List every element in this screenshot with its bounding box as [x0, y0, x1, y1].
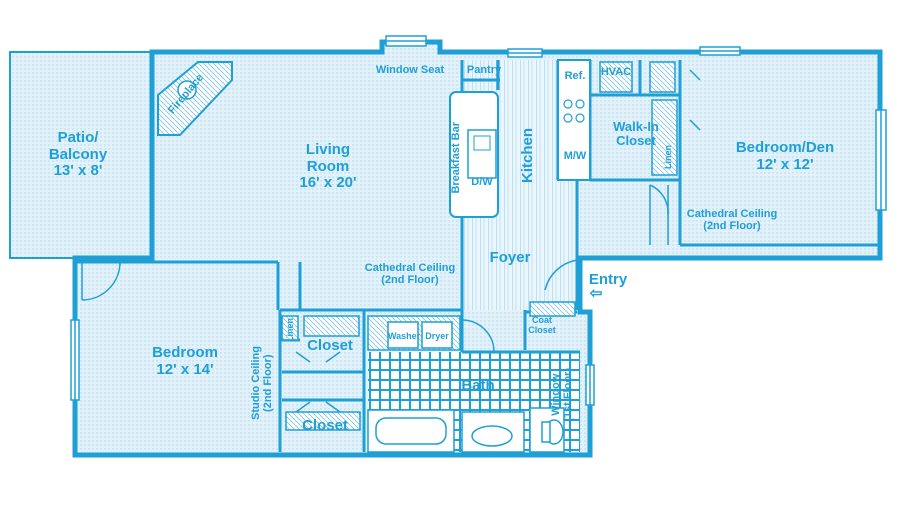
breakfast-bar-label: Breakfast Bar [450, 122, 462, 194]
ref-label: Ref. [564, 70, 586, 82]
hvac-label: HVAC [600, 66, 632, 78]
bath-fixtures [367, 407, 565, 453]
patio-name: Patio/ Balcony [48, 129, 108, 163]
patio [9, 51, 153, 259]
entry-label: Entry [588, 271, 628, 288]
entry-arrow-icon: ⇦ [589, 285, 603, 302]
bedroom-size: 12' x 14' [156, 360, 214, 378]
bedroom-label: Bedroom 12' x 14' [135, 344, 235, 378]
doors [81, 69, 701, 413]
cathedral-ceiling-den-label: Cathedral Ceiling (2nd Floor) [686, 208, 778, 233]
patio-label: Patio/ Balcony 13' x 8' [36, 129, 120, 180]
window-first-floor-label: Window (1st Floor) [550, 368, 575, 422]
windows [70, 35, 887, 406]
washer-label: Washer [388, 331, 421, 341]
mw-label: M/W [563, 150, 587, 162]
living-room-size: 16' x 20' [299, 174, 357, 191]
closet-shelves [281, 301, 576, 431]
living-room-name: Living Room [305, 141, 351, 175]
walkin-shelves [649, 61, 678, 176]
bedroom-den-name: Bedroom/Den [735, 139, 835, 156]
foyer-label: Foyer [489, 249, 531, 266]
pantry-label: Pantry [466, 64, 502, 76]
bedroom-den-size: 12' x 12' [756, 155, 814, 173]
linen-den-label: Linen [663, 145, 673, 169]
coat-closet-label: Coat Closet [528, 315, 556, 335]
linen-bedroom-label: Linen [285, 318, 295, 342]
dw-label: D/W [471, 176, 493, 188]
patio-size: 13' x 8' [53, 162, 103, 179]
kitchen-label: Kitchen [519, 128, 536, 184]
bedroom-name: Bedroom [152, 344, 218, 361]
breakfast-bar [449, 91, 499, 218]
dryer-label: Dryer [425, 331, 449, 341]
window-seat-label: Window Seat [375, 64, 445, 76]
bedroom-den-label: Bedroom/Den 12' x 12' [725, 139, 845, 173]
walkin-closet-label: Walk-In Closet [613, 119, 659, 149]
living-room-label: Living Room 16' x 20' [288, 141, 368, 192]
fireplace [157, 61, 233, 136]
cathedral-ceiling-living-label: Cathedral Ceiling (2nd Floor) [364, 262, 456, 287]
bath-label: Bath [461, 377, 495, 394]
studio-ceiling-label: Studio Ceiling (2nd Floor) [250, 346, 275, 420]
kitchen-counter [557, 59, 633, 181]
closet-top-label: Closet [307, 337, 353, 354]
closet-bottom-label: Closet [302, 417, 348, 434]
laundry [367, 315, 461, 351]
